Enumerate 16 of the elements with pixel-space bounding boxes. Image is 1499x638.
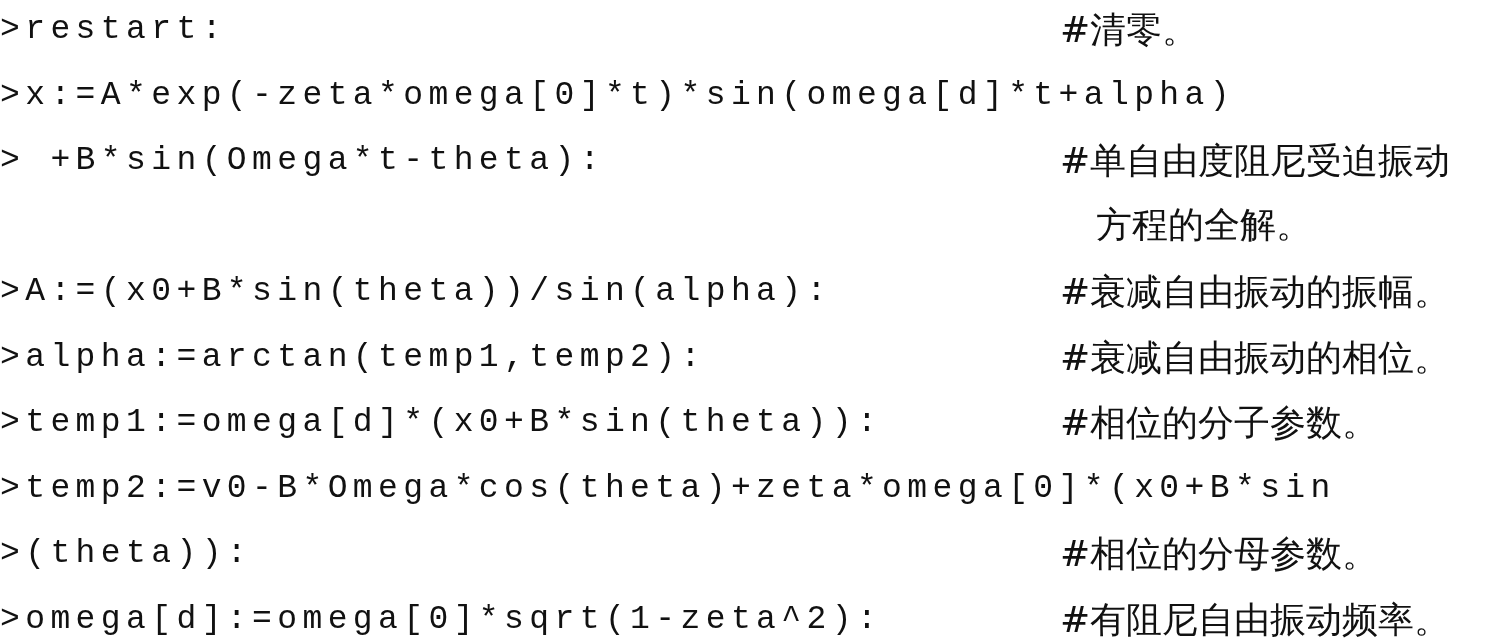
code-comment: #衰减自由振动的振幅。 — [1060, 270, 1452, 314]
code-line: >x:=A*exp(-zeta*omega[0]*t)*sin(omega[d]*t+alpha) — [0, 75, 1235, 116]
code-line: >omega[d]:=omega[0]*sqrt(1-zeta^2): — [0, 599, 883, 638]
code-line: >temp1:=omega[d]*(x0+B*sin(theta)): — [0, 403, 883, 443]
code-comment: #清零。 — [1060, 8, 1200, 52]
code-line: > +B*sin(Omega*t-theta): — [0, 141, 605, 181]
code-comment: #单自由度阻尼受迫振动方程的全解。 — [1060, 139, 1452, 247]
code-line: >restart: — [0, 10, 227, 50]
code-comment: #衰减自由振动的相位。 — [1060, 335, 1452, 380]
code-comment: #相位的分子参数。 — [1060, 401, 1380, 445]
code-line: >alpha:=arctan(temp1,temp2): — [0, 337, 706, 378]
code-line: >A:=(x0+B*sin(theta))/sin(alpha): — [0, 272, 832, 312]
code-line: >temp2:=v0-B*Omega*cos(theta)+zeta*omega[0]*(x0+B*sin — [0, 468, 1336, 509]
code-line: >(theta)): — [0, 534, 253, 574]
code-comment: #相位的分母参数。 — [1060, 532, 1380, 576]
code-comment: #有阻尼自由振动频率。 — [1060, 597, 1452, 638]
